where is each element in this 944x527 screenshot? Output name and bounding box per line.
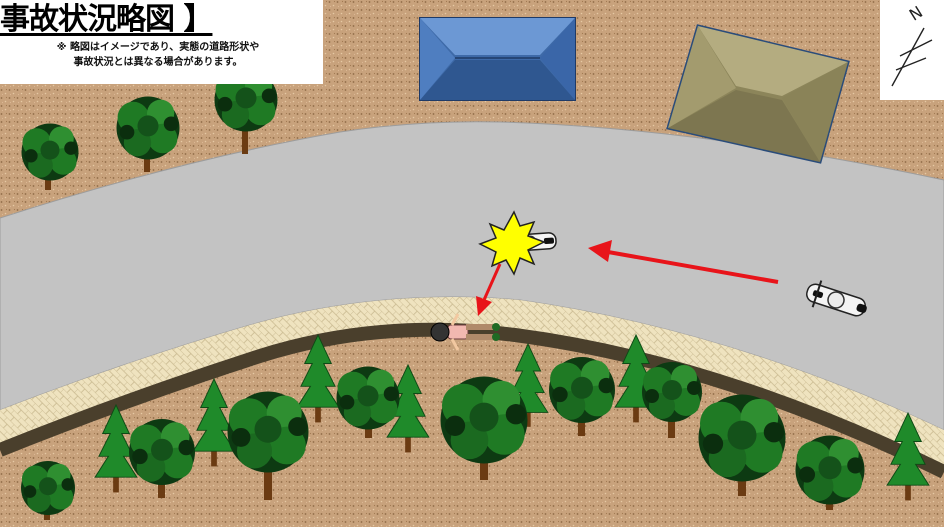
disclaimer-line-1: ※ 略図はイメージであり、実態の道路形状や xyxy=(8,40,308,55)
compass-icon: N xyxy=(880,0,944,100)
house-roof-icon xyxy=(420,18,575,100)
disclaimer-note: ※ 略図はイメージであり、実態の道路形状や 事故状況とは異なる場合があります。 xyxy=(8,40,308,70)
disclaimer-line-2: 事故状況とは異なる場合があります。 xyxy=(8,55,308,70)
title-panel: 事故状況略図 】 ※ 略図はイメージであり、実態の道路形状や 事故状況とは異なる… xyxy=(0,0,323,84)
page-title: 事故状況略図 】 xyxy=(0,0,212,38)
compass-label: N xyxy=(906,2,926,24)
compass-panel: N xyxy=(880,0,944,100)
